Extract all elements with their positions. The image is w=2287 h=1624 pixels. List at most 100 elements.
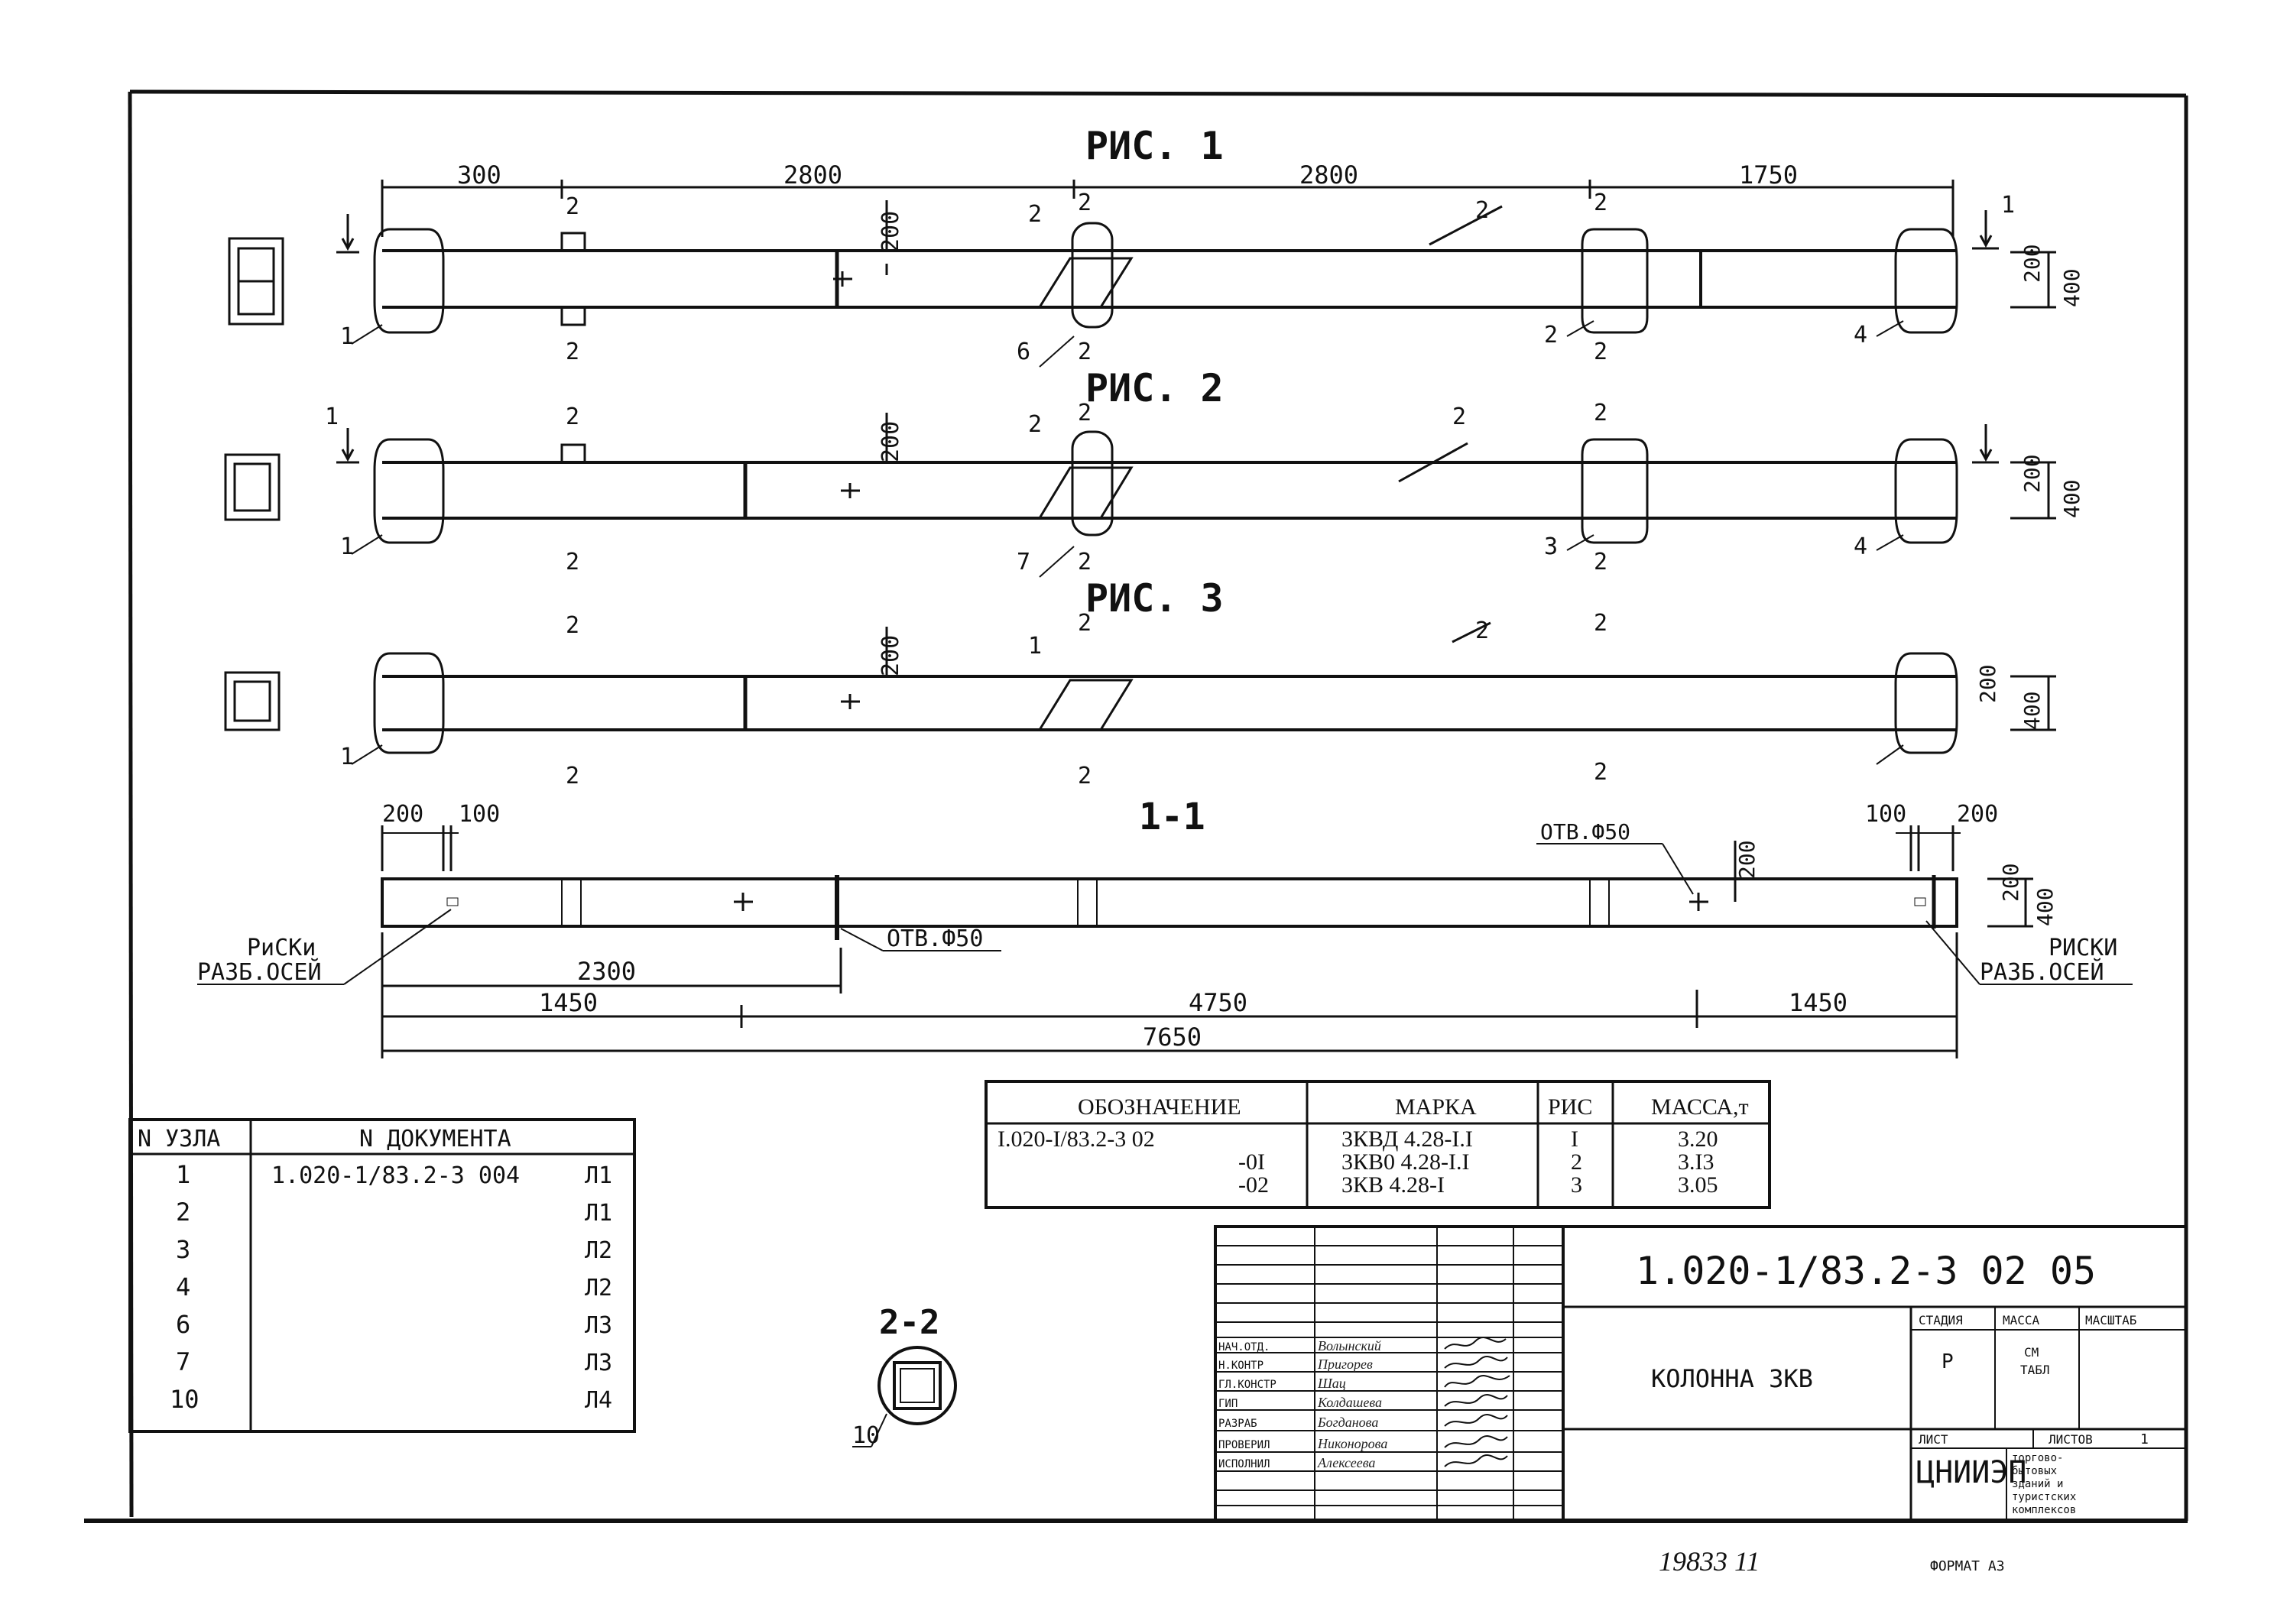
height-200: 200	[877, 421, 904, 462]
callout: 2	[1594, 400, 1607, 426]
fig1-column	[336, 200, 2056, 368]
fig3-callouts: 2 2 2 2 2 2 2 1 1 200 200 400	[340, 610, 2045, 789]
callout: 2	[1475, 618, 1489, 644]
marks-fig: 3	[1571, 1172, 1582, 1198]
role-name: Шац	[1317, 1376, 1346, 1391]
dim-7650: 7650	[1143, 1023, 1202, 1052]
hole-label-left: ОТВ.Ф50	[887, 925, 983, 952]
marks-header-mark: МАРКА	[1395, 1094, 1477, 1120]
fig1-callouts: 2 2 2 2 2 2 2 2 6 2 4 1 1 200 200 400	[340, 190, 2084, 365]
marks-header-fig: РИС	[1548, 1094, 1592, 1120]
marks-mark: 3КВ 4.28-I	[1341, 1172, 1445, 1198]
section-2-2-title: 2-2	[879, 1303, 939, 1342]
node-number: 1	[176, 1160, 190, 1189]
nodes-header-node: N УЗЛА	[138, 1126, 220, 1152]
mass-value: СМ	[2024, 1345, 2039, 1360]
marks-mass: 3.I3	[1678, 1149, 1714, 1175]
dim-1750: 1750	[1739, 160, 1798, 190]
callout: 6	[1017, 339, 1030, 365]
marks-fig: I	[1571, 1126, 1578, 1152]
height-200: 200	[877, 211, 904, 252]
node-sheet: Л3	[585, 1350, 612, 1376]
callout: 2	[1078, 763, 1092, 789]
role-name: Алексеева	[1317, 1455, 1375, 1470]
callout: 7	[1017, 549, 1030, 575]
node-sheet: Л1	[585, 1200, 612, 1227]
node-sheet: Л2	[585, 1275, 612, 1301]
nodes-header-doc: N ДОКУМЕНТА	[359, 1126, 511, 1152]
org-desc: комплексов	[2012, 1504, 2076, 1516]
marks-label-right: РИСКИ	[2049, 935, 2117, 961]
callout: 2	[566, 404, 579, 430]
node-sheet: Л1	[585, 1162, 612, 1189]
bottom-dimensions: 2300 1450 4750 1450 7650	[381, 932, 1958, 1058]
dim-2800-a: 2800	[783, 160, 842, 190]
dim-200-left: 200	[382, 801, 423, 828]
callout: 2	[1594, 759, 1607, 786]
cross-section-icon-fig3	[224, 671, 281, 731]
height-400: 400	[2032, 887, 2058, 926]
hole-label-right: ОТВ.Ф50	[1540, 819, 1630, 844]
node-number: 4	[176, 1272, 190, 1301]
node-number: 7	[176, 1347, 190, 1376]
callout: 1	[2001, 192, 2015, 219]
org-desc: зданий и	[2012, 1478, 2063, 1490]
dim-300: 300	[457, 160, 501, 190]
title-block: 1.020-1/83.2-3 02 05 КОЛОННА 3КВ СТАДИЯ …	[1214, 1225, 2188, 1522]
callout: 2	[1544, 322, 1558, 348]
role-name: Никонорова	[1317, 1436, 1387, 1451]
drawing-title: КОЛОННА 3КВ	[1651, 1364, 1813, 1393]
doc-code: 1.020-1/83.2-3 02 05	[1636, 1249, 2096, 1293]
callout: 2	[1078, 610, 1092, 637]
callout: 1	[325, 404, 339, 430]
node-number: 2	[176, 1198, 190, 1227]
fig2-callouts: 2 2 2 2 2 2 2 2 7 3 4 1 1 200 200 400	[325, 400, 2084, 575]
height-400: 400	[2059, 479, 2084, 518]
height-200: 200	[1998, 863, 2023, 902]
section-1-1: 200 100 100 200 200 200 400 ОТВ.Ф50 ОТВ.…	[197, 801, 2133, 986]
callout-node-10: 10	[852, 1422, 880, 1449]
sheets-value: 1	[2140, 1431, 2149, 1447]
stage-label: СТАДИЯ	[1919, 1313, 1963, 1327]
height-200: 200	[1975, 664, 2000, 703]
callout: 2	[1452, 404, 1466, 430]
fig3-column	[351, 621, 2056, 765]
stage-value: Р	[1942, 1350, 1954, 1373]
callout: 2	[566, 763, 579, 789]
fig1-title: РИС. 1	[1085, 124, 1224, 168]
role-label: Н.КОНТР	[1218, 1360, 1264, 1372]
dim-2300: 2300	[577, 957, 636, 986]
height-400: 400	[2059, 268, 2084, 307]
role-label: ИСПОЛНИЛ	[1218, 1458, 1270, 1470]
callout: 2	[566, 612, 579, 639]
marks-designation: -0I	[1238, 1149, 1265, 1175]
callout: 2	[1078, 549, 1092, 575]
callout: 2	[1028, 411, 1042, 438]
fig2-column	[336, 413, 2056, 578]
node-doc: 1.020-1/83.2-3 004	[271, 1162, 520, 1189]
callout: 2	[1078, 339, 1092, 365]
marks-mass: 3.20	[1678, 1126, 1718, 1152]
cross-section-icon-fig2	[224, 453, 281, 521]
mass-label: МАССА	[2003, 1313, 2040, 1327]
callout: 2	[1078, 190, 1092, 216]
footer: 19833 11 ФОРМАТ А3	[1659, 1546, 2005, 1577]
org-name: ЦНИИЭП	[1916, 1455, 2027, 1490]
section-2-2: 2-2 10	[852, 1303, 957, 1449]
org-desc: бытовых	[2012, 1465, 2057, 1477]
signatures	[1444, 1337, 1510, 1467]
marks-mark: 3КВ0 4.28-I.I	[1341, 1149, 1470, 1175]
fig3-title: РИС. 3	[1085, 576, 1224, 621]
role-label: ПРОВЕРИЛ	[1218, 1439, 1270, 1451]
callout: 2	[1078, 400, 1092, 426]
role-label: ГИП	[1218, 1398, 1238, 1410]
dim-1450-right: 1450	[1789, 988, 1847, 1017]
callout: 2	[1594, 190, 1607, 216]
role-label: ГЛ.КОНСТР	[1218, 1379, 1277, 1391]
nodes-table: N УЗЛА N ДОКУМЕНТА 1 1.020-1/83.2-3 004 …	[128, 1118, 636, 1433]
node-sheet: Л2	[585, 1237, 612, 1264]
marks-header-mass: МАССА,т	[1651, 1094, 1749, 1120]
role-name: Волынский	[1318, 1338, 1381, 1353]
fig2-title: РИС. 2	[1085, 366, 1224, 410]
